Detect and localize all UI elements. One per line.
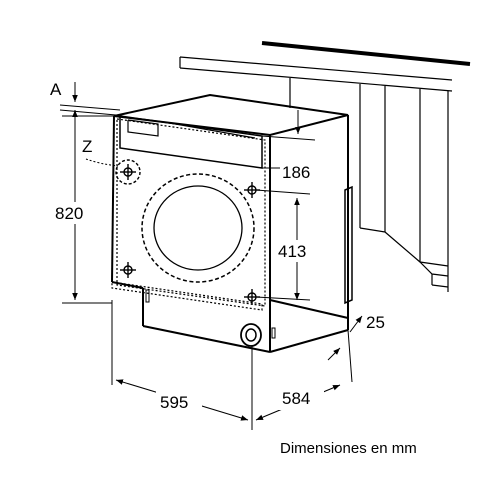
label-hole-spacing: 413 bbox=[278, 242, 306, 261]
label-depth: 584 bbox=[282, 389, 310, 408]
label-a: A bbox=[50, 80, 62, 99]
label-height: 820 bbox=[55, 204, 83, 223]
label-offset: 25 bbox=[366, 313, 385, 332]
hole-highlight-circle bbox=[115, 159, 141, 185]
mounting-holes bbox=[115, 159, 260, 305]
label-z: Z bbox=[82, 137, 92, 156]
cabinet-outline bbox=[179, 41, 471, 292]
front-panel bbox=[111, 115, 276, 347]
label-top-panel: 186 bbox=[282, 163, 310, 182]
label-width: 595 bbox=[160, 393, 188, 412]
units-caption: Dimensiones en mm bbox=[280, 440, 417, 457]
dimension-labels: A Z 820 186 413 25 595 584 bbox=[50, 80, 385, 412]
